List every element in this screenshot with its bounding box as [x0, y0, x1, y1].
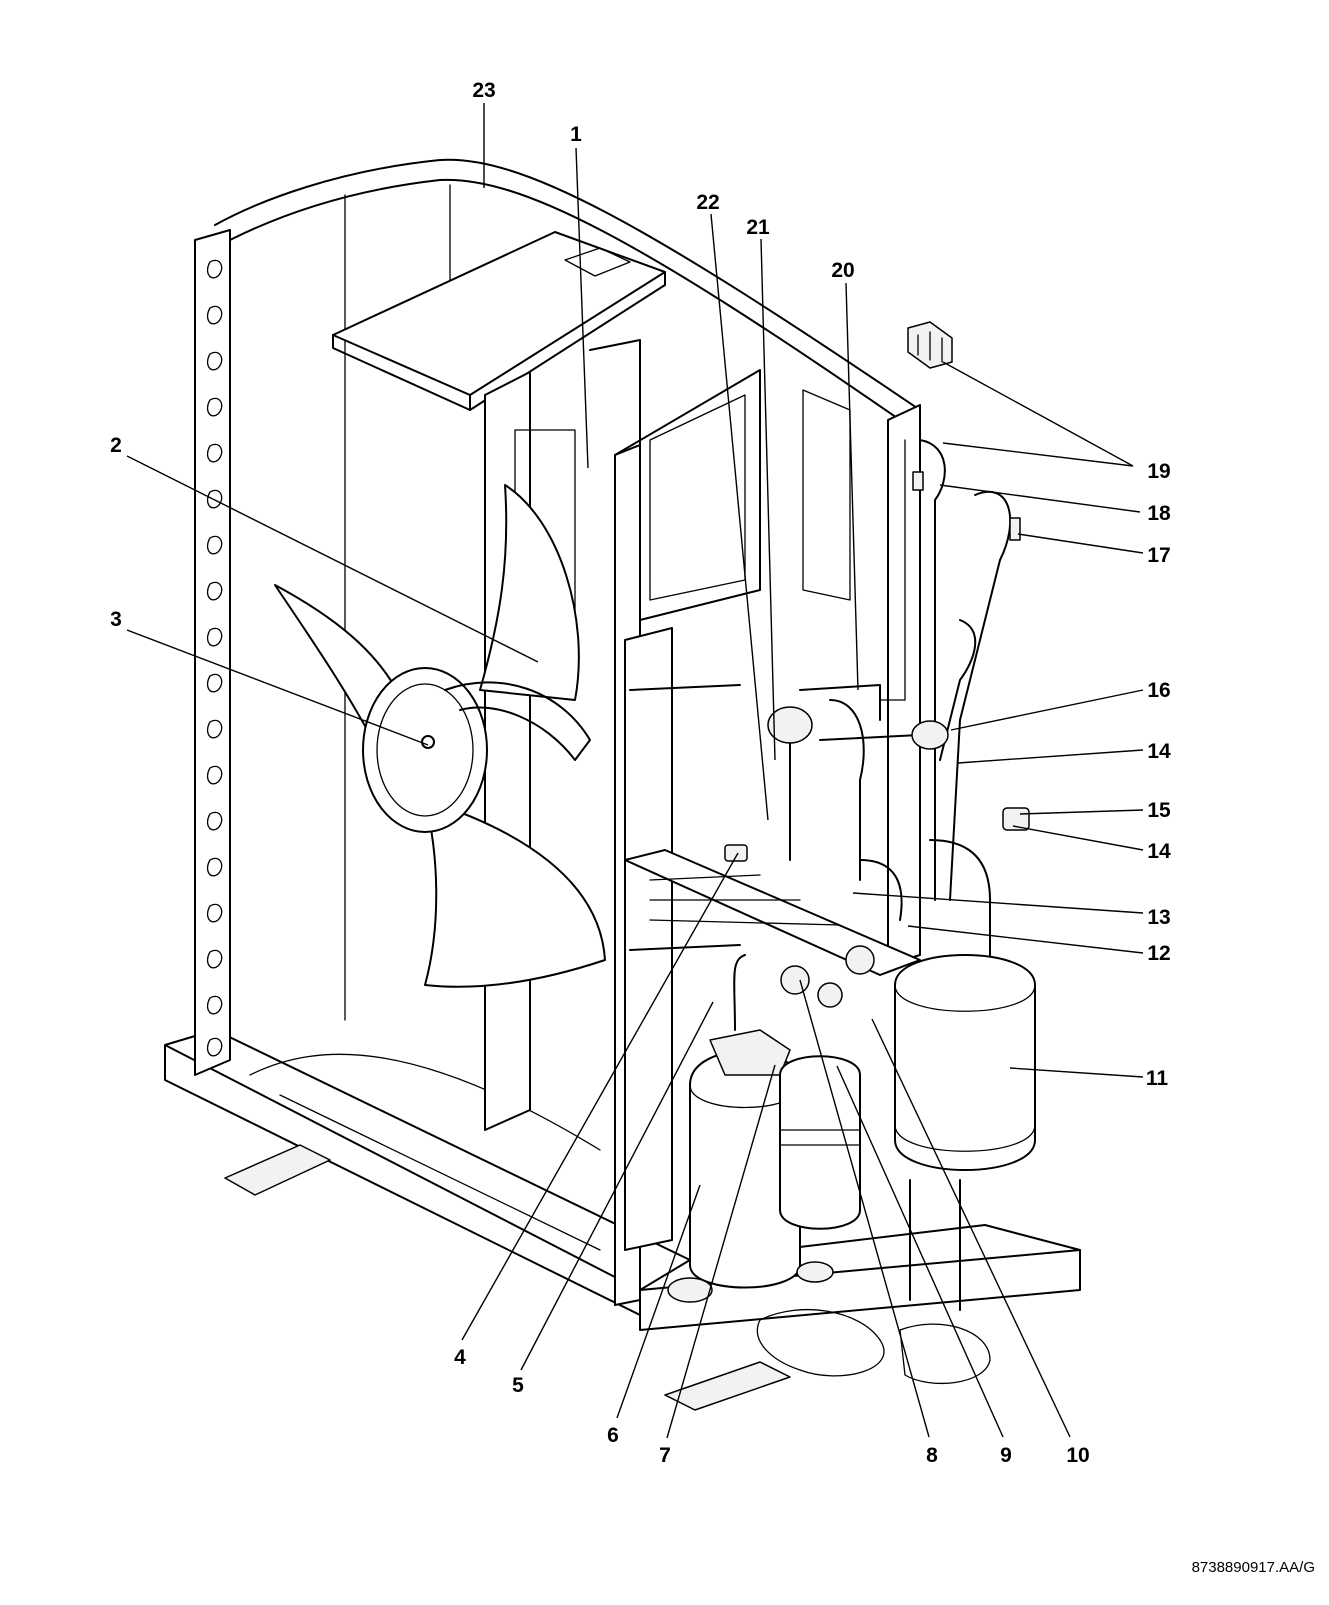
fan-hub — [362, 667, 488, 833]
leader-19a — [942, 361, 1134, 467]
callout-labels: 1 2 3 4 5 6 7 8 9 10 11 12 13 14 14 15 1… — [110, 79, 1171, 1467]
expansion-valve — [911, 720, 949, 750]
leader-17 — [1017, 533, 1144, 554]
callout-8: 8 — [926, 1444, 938, 1467]
callout-4: 4 — [454, 1346, 466, 1369]
leader-21 — [760, 238, 776, 761]
leader-16 — [950, 689, 1144, 731]
leader-20 — [845, 282, 859, 691]
side-coil — [802, 389, 921, 966]
valve-plate — [624, 849, 921, 1008]
callout-9: 9 — [1000, 1444, 1012, 1467]
leader-7 — [666, 1064, 776, 1439]
leader-10 — [871, 1018, 1071, 1438]
coil-hairpins — [206, 259, 223, 1057]
document-reference: 8738890917.AA/G — [1192, 1559, 1315, 1576]
callout-18: 18 — [1147, 502, 1171, 525]
receiver-tank — [894, 954, 1036, 1311]
leader-14a — [957, 749, 1144, 764]
callout-11: 11 — [1146, 1067, 1169, 1090]
callout-15: 15 — [1147, 799, 1171, 822]
callout-12: 12 — [1147, 942, 1170, 965]
leader-14b — [1012, 825, 1144, 851]
callout-5: 5 — [512, 1374, 524, 1397]
leader-12 — [907, 925, 1144, 954]
leader-18 — [939, 484, 1141, 513]
refrigerant-piping — [724, 439, 1030, 961]
callout-13: 13 — [1147, 906, 1170, 929]
leader-8 — [799, 979, 930, 1438]
callout-17: 17 — [1147, 544, 1170, 567]
callout-19: 19 — [1147, 460, 1170, 483]
service-port — [724, 844, 748, 862]
leader-11 — [1009, 1067, 1144, 1078]
leader-22 — [710, 213, 769, 821]
callout-14-lower: 14 — [1147, 840, 1171, 863]
mounting-foot-front — [664, 1361, 791, 1411]
callout-leaders — [126, 103, 1144, 1439]
terminal-block — [907, 321, 953, 369]
leader-1 — [575, 147, 589, 469]
leader-13 — [852, 892, 1144, 914]
callout-10: 10 — [1066, 1444, 1089, 1467]
accumulator — [779, 1055, 861, 1230]
callout-23: 23 — [472, 79, 495, 102]
fan-blade — [274, 484, 606, 988]
unit-drawing — [164, 158, 1081, 1411]
callout-22: 22 — [696, 191, 719, 214]
leader-6 — [616, 1184, 701, 1419]
four-way-valve — [767, 706, 813, 744]
callout-7: 7 — [659, 1444, 671, 1467]
leader-4 — [461, 852, 739, 1341]
leader-9 — [836, 1065, 1004, 1438]
leader-19b — [942, 442, 1134, 467]
leader-2 — [126, 455, 539, 663]
mounting-foot-left — [224, 1144, 331, 1196]
leader-15 — [1019, 809, 1144, 815]
temperature-sensor — [1009, 517, 1021, 541]
leader-3 — [126, 629, 429, 746]
partition-wall — [614, 369, 761, 1306]
condenser-coil — [194, 158, 921, 1076]
leader-5 — [520, 1001, 714, 1371]
sensor-clip — [912, 471, 924, 491]
callout-14-upper: 14 — [1147, 740, 1171, 763]
callout-20: 20 — [831, 259, 854, 282]
callout-3: 3 — [110, 608, 122, 631]
callout-6: 6 — [607, 1424, 619, 1447]
callout-2: 2 — [110, 434, 122, 457]
callout-1: 1 — [570, 123, 582, 146]
callout-16: 16 — [1147, 679, 1170, 702]
callout-21: 21 — [746, 216, 770, 239]
